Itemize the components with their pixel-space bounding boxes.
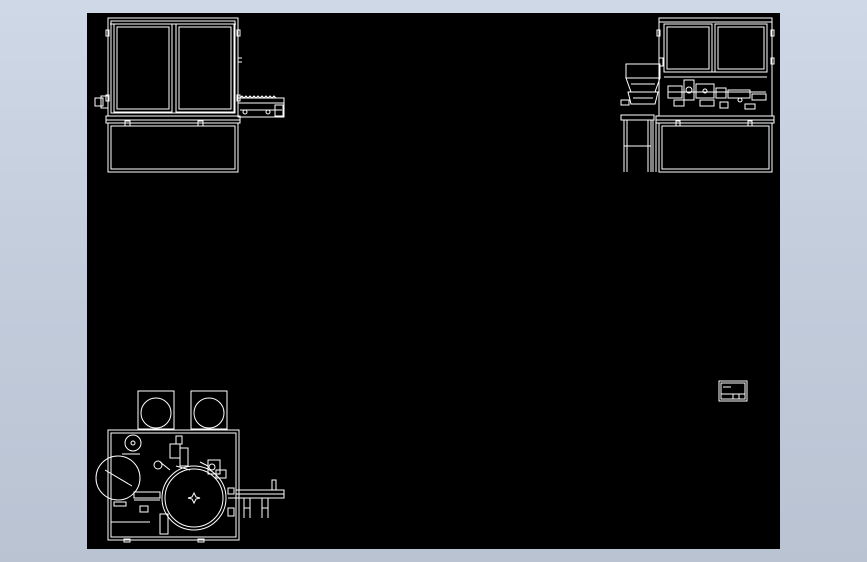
front-view <box>94 17 285 173</box>
cad-drawing-viewport[interactable] <box>87 13 780 549</box>
cad-drawing-canvas <box>94 17 775 543</box>
top-view <box>95 390 285 543</box>
title-block <box>718 380 748 402</box>
side-view <box>620 17 775 173</box>
